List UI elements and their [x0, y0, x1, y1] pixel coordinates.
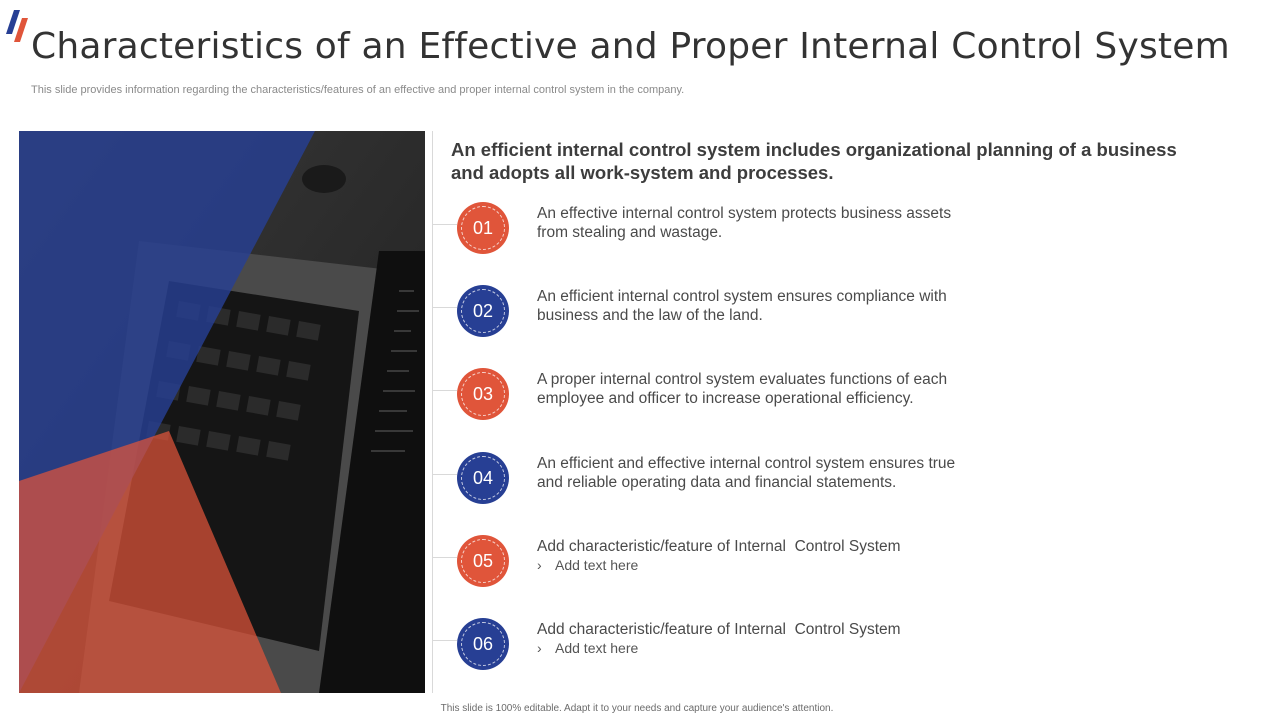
- chevron-right-icon: ›: [537, 640, 542, 656]
- list-item: 02 An efficient internal control system …: [433, 285, 1193, 341]
- number-badge: 04: [457, 452, 509, 504]
- connector-line: [433, 390, 457, 391]
- vertical-divider: [432, 131, 433, 693]
- lead-statement: An efficient internal control system inc…: [451, 139, 1177, 183]
- connector-line: [433, 224, 457, 225]
- list-item: 06 Add characteristic/feature of Interna…: [433, 618, 1193, 674]
- list-item: 03 A proper internal control system eval…: [433, 368, 1193, 424]
- item-text: Add characteristic/feature of Internal C…: [537, 621, 901, 638]
- number-badge: 05: [457, 535, 509, 587]
- chevron-right-icon: ›: [537, 557, 542, 573]
- item-subtext: ›Add text here: [537, 557, 639, 573]
- number-badge: 02: [457, 285, 509, 337]
- page-subtitle: This slide provides information regardin…: [31, 84, 685, 96]
- connector-line: [433, 557, 457, 558]
- number-badge: 01: [457, 202, 509, 254]
- laptop-photo: [19, 131, 425, 693]
- number-badge: 06: [457, 618, 509, 670]
- connector-line: [433, 474, 457, 475]
- item-subtext: ›Add text here: [537, 640, 639, 656]
- list-item: 04 An efficient and effective internal c…: [433, 452, 1193, 508]
- connector-line: [433, 307, 457, 308]
- footer-note: This slide is 100% editable. Adapt it to…: [440, 703, 834, 714]
- list-item: 01 An effective internal control system …: [433, 202, 1193, 258]
- item-text: Add characteristic/feature of Internal C…: [537, 538, 901, 555]
- item-text: An efficient and effective internal cont…: [537, 455, 956, 491]
- item-text: An efficient internal control system ens…: [537, 288, 947, 324]
- item-text: An effective internal control system pro…: [537, 205, 952, 241]
- number-badge: 03: [457, 368, 509, 420]
- connector-line: [433, 640, 457, 641]
- list-item: 05 Add characteristic/feature of Interna…: [433, 535, 1193, 591]
- item-text: A proper internal control system evaluat…: [537, 371, 948, 407]
- slash-logo-icon: [6, 10, 28, 42]
- page-title: Characteristics of an Effective and Prop…: [31, 26, 1230, 67]
